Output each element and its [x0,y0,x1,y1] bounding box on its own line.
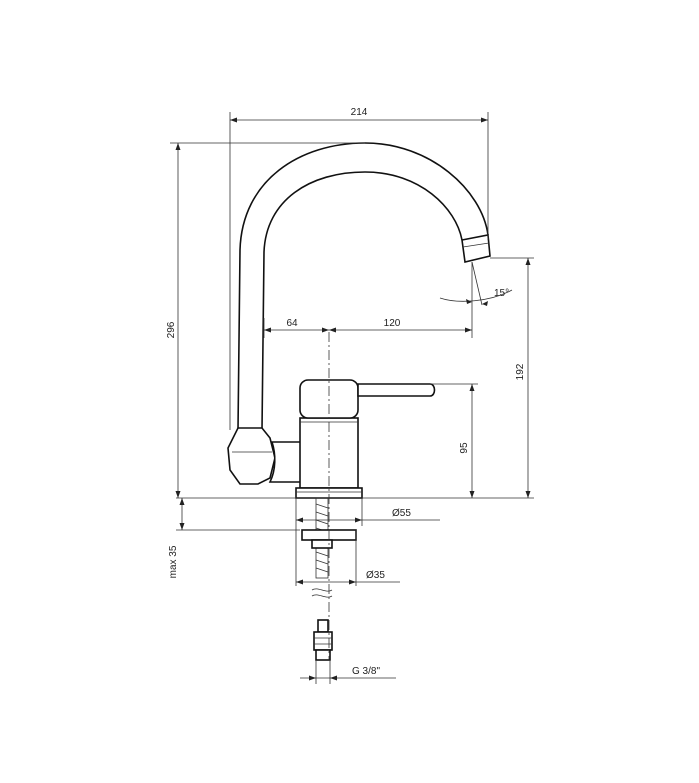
dim-body-height-label: 95 [459,442,470,454]
dimension-base-diameter: Ø55 [296,498,440,526]
dimension-width-total: 214 [229,107,489,430]
dim-width-total-label: 214 [351,107,368,118]
aerator-line [462,242,490,248]
dim-height-total-label: 296 [166,321,177,338]
dim-spout-height-label: 192 [515,363,526,380]
dimension-height-total: 296 [166,142,365,498]
dimension-max-deck: max 35 [168,498,185,578]
dimension-body-height: 95 [430,383,478,498]
break-mark-top [311,588,333,592]
dim-max-deck-label: max 35 [168,545,179,578]
dimension-thread: G 3/8" [300,660,396,684]
break-mark-bottom [311,594,333,598]
spout-inner [261,171,463,431]
dimension-angle: 15° [439,261,513,306]
hose-fitting [313,619,333,661]
dim-angle-label: 15° [494,288,509,299]
aerator-tip [461,234,491,263]
dimension-hole-diameter: Ø35 [296,570,400,585]
dim-base-diameter-label: Ø55 [392,508,411,519]
dimension-spout-height: 192 [368,257,534,499]
faucet-outline [227,142,491,661]
dim-offset-right-label: 120 [384,318,401,329]
mounting-nut [311,539,333,549]
dim-offset-left-label: 64 [286,318,298,329]
swivel-joint [227,427,276,485]
dimension-offsets: 64 120 [263,262,473,338]
lever-handle [357,383,436,397]
construction-lines [176,332,368,660]
dim-hole-diameter-label: Ø35 [366,570,385,581]
dim-thread-label: G 3/8" [352,666,380,677]
